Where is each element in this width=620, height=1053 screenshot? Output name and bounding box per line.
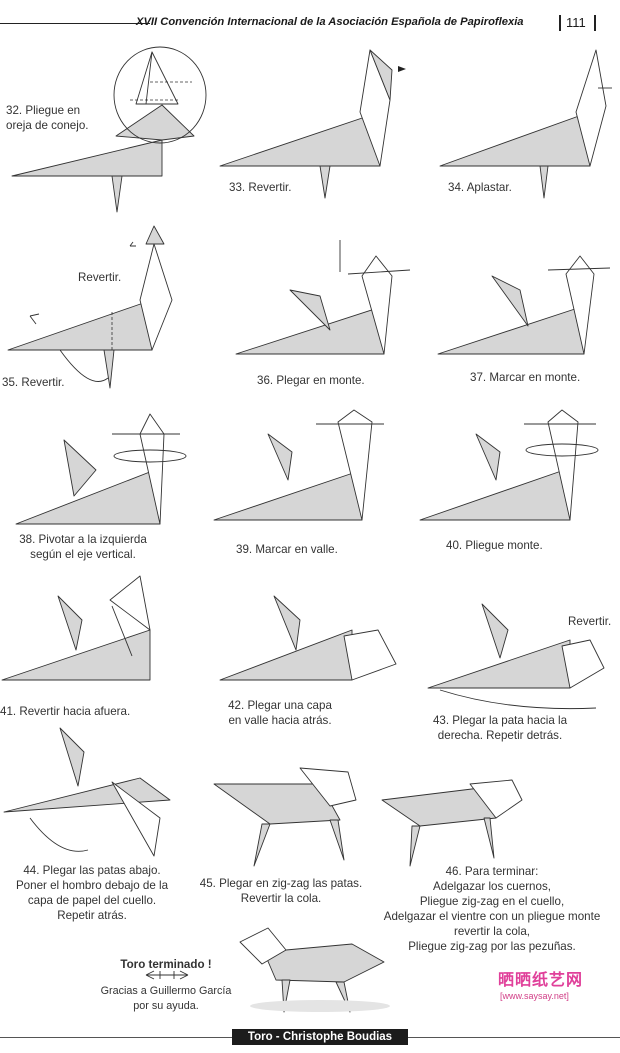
page-number: 111	[566, 15, 586, 30]
caption-line: Revertir la cola.	[240, 892, 322, 905]
diagram-step-38	[15, 413, 187, 525]
caption-line: en valle hacia atrás.	[228, 714, 332, 727]
watermark-url: [www.saysay.net]	[500, 991, 569, 1001]
diagram-step-43	[427, 603, 605, 710]
header-title: XVII Convención Internacional de la Asoc…	[136, 16, 524, 28]
label-revertir: Revertir.	[78, 271, 122, 284]
caption-line: 46. Para terminar:	[445, 865, 539, 878]
caption-step-34: 34. Aplastar.	[448, 181, 512, 194]
caption-line: Adelgazar los cuernos,	[433, 880, 551, 893]
caption-line: 42. Plegar una capa	[228, 699, 332, 712]
caption-step-43: 43. Plegar la pata hacia la derecha. Rep…	[410, 713, 590, 743]
header-divider	[559, 15, 561, 31]
caption-step-39: 39. Marcar en valle.	[236, 543, 338, 556]
caption-line: Gracias a Guillermo García	[100, 985, 232, 997]
caption-line: Pliegue zig-zag en el cuello,	[419, 895, 565, 908]
diagram-step-32	[11, 46, 207, 213]
diagram-step-46	[381, 779, 523, 867]
caption-line: por su ayuda.	[133, 1000, 199, 1012]
caption-line: Pliegue zig-zag por las pezuñas.	[408, 940, 576, 953]
caption-line: 38. Pivotar a la izquierda	[19, 533, 147, 546]
caption-step-36: 36. Plegar en monte.	[257, 374, 365, 387]
diagram-step-37	[437, 255, 611, 355]
caption-step-46: 46. Para terminar: Adelgazar los cuernos…	[364, 864, 620, 954]
diagram-step-44	[3, 727, 171, 857]
caption-line: Repetir atrás.	[57, 909, 127, 922]
thanks-note: Gracias a Guillermo García por su ayuda.	[86, 984, 246, 1014]
diagram-step-45	[213, 767, 357, 867]
caption-line: derecha. Repetir detrás.	[437, 729, 563, 742]
caption-line: 32. Pliegue en	[6, 104, 81, 117]
finished-title: Toro terminado !	[120, 958, 212, 971]
diagram-step-33	[219, 49, 406, 199]
footer-banner: Toro - Christophe Boudias	[232, 1029, 408, 1045]
caption-step-32: 32. Pliegue en oreja de conejo.	[6, 103, 89, 133]
caption-line: oreja de conejo.	[6, 119, 89, 132]
caption-step-42: 42. Plegar una capa en valle hacia atrás…	[212, 698, 348, 728]
caption-step-40: 40. Pliegue monte.	[446, 539, 543, 552]
page-header: XVII Convención Internacional de la Asoc…	[0, 14, 620, 36]
caption-line: capa de papel del cuello.	[27, 894, 157, 907]
caption-line: 45. Plegar en zig-zag las patas.	[199, 877, 363, 890]
caption-line: según el eje vertical.	[30, 548, 136, 561]
caption-step-38: 38. Pivotar a la izquierda según el eje …	[0, 532, 168, 562]
caption-line: Adelgazar el vientre con un pliegue mont…	[383, 910, 601, 923]
diagram-step-39	[213, 409, 384, 521]
caption-step-44: 44. Plegar las patas abajo. Poner el hom…	[0, 863, 186, 923]
label-revertir-43: Revertir.	[568, 615, 612, 628]
caption-line: Poner el hombro debajo de la	[15, 879, 169, 892]
diagram-step-36	[235, 240, 411, 355]
diagram-step-35	[7, 225, 173, 389]
header-rule	[0, 23, 150, 24]
caption-line: 43. Plegar la pata hacia la	[432, 714, 568, 727]
caption-step-35: 35. Revertir.	[2, 376, 65, 389]
caption-line: revertir la cola,	[453, 925, 531, 938]
header-divider-end	[594, 15, 596, 31]
diagram-step-41	[1, 575, 151, 681]
diagram-step-34	[439, 49, 612, 199]
caption-step-33: 33. Revertir.	[229, 181, 292, 194]
caption-line: 44. Plegar las patas abajo.	[23, 864, 161, 877]
caption-step-41: 41. Revertir hacia afuera.	[0, 705, 131, 718]
watermark-logo: 晒晒纸艺网	[498, 972, 584, 989]
caption-step-45: 45. Plegar en zig-zag las patas. Reverti…	[182, 876, 380, 906]
caption-step-37: 37. Marcar en monte.	[470, 371, 581, 384]
footer-title: Toro - Christophe Boudias	[247, 1031, 393, 1043]
diagram-step-42	[219, 595, 397, 681]
finished-bull	[239, 927, 390, 1013]
diagram-step-40	[419, 409, 599, 521]
double-arrow-icon	[145, 970, 189, 980]
